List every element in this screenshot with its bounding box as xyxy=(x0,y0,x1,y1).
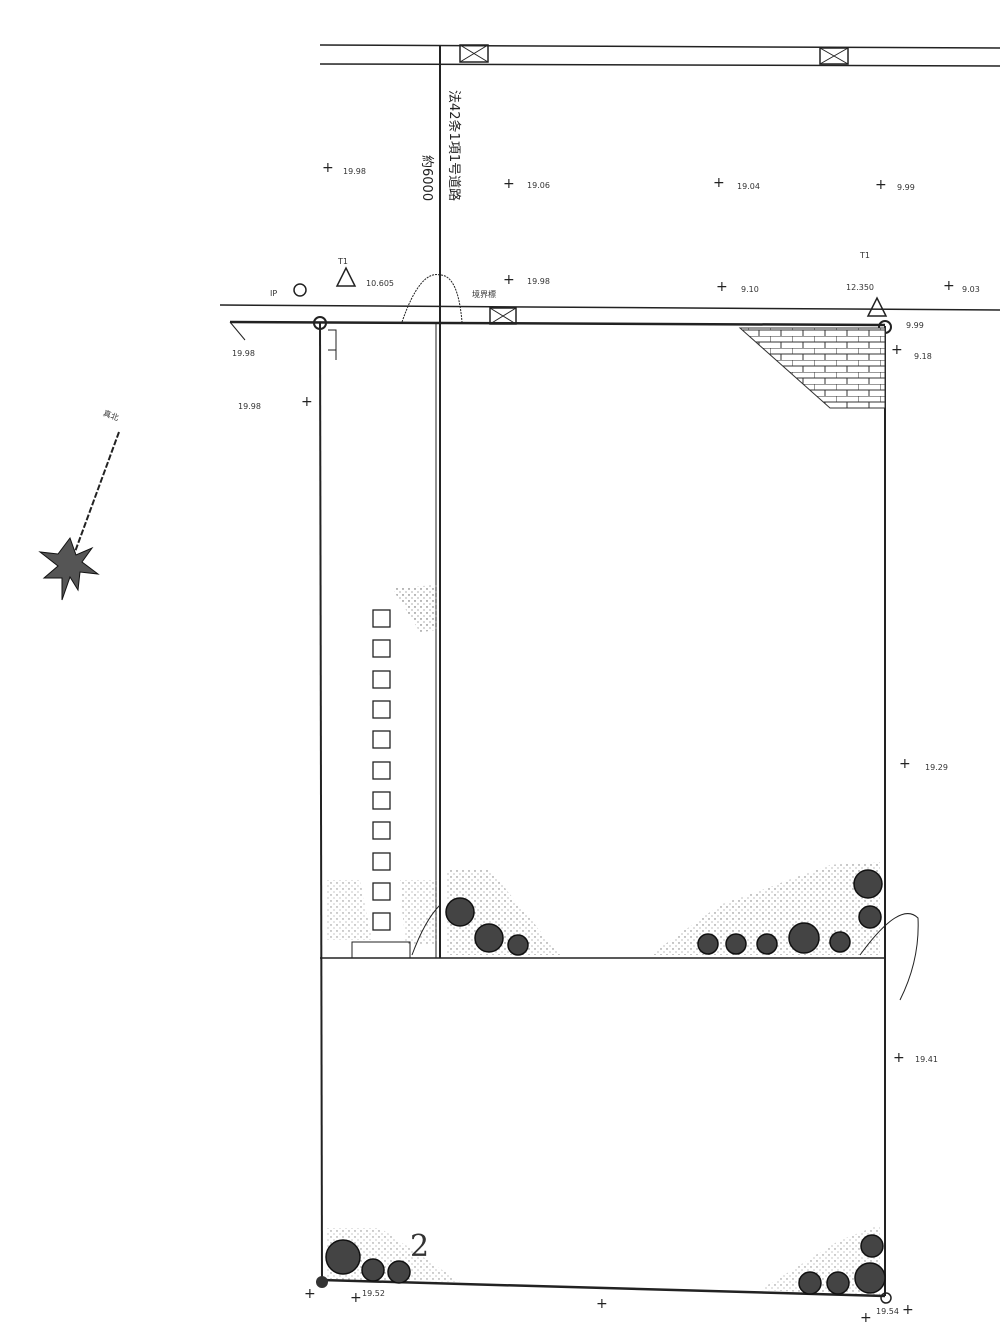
svg-text:19.06: 19.06 xyxy=(527,181,550,190)
stepping-stones xyxy=(372,609,391,931)
svg-text:19.98: 19.98 xyxy=(232,349,255,358)
manhole-icon xyxy=(459,44,489,63)
road-label: 法42条1項1号道路 xyxy=(446,90,462,201)
ip-label: IP xyxy=(270,289,277,298)
svg-text:+: + xyxy=(893,1050,905,1066)
benchmark-triangle-icon xyxy=(335,266,357,287)
benchmark-label: T1 xyxy=(337,257,348,266)
lot-boundary xyxy=(229,320,886,1298)
boundary-marker xyxy=(313,316,327,330)
svg-text:+: + xyxy=(350,1290,362,1306)
svg-text:9.10: 9.10 xyxy=(741,285,759,294)
svg-text:+: + xyxy=(860,1310,872,1326)
svg-text:+: + xyxy=(891,342,903,358)
boundary-marker xyxy=(880,1292,892,1304)
tree-icons xyxy=(325,869,886,1295)
svg-text:+: + xyxy=(943,278,955,294)
svg-text:+: + xyxy=(503,176,515,192)
ip-marker xyxy=(293,283,307,297)
svg-text:+: + xyxy=(503,272,515,288)
svg-text:+: + xyxy=(902,1302,914,1318)
svg-text:+: + xyxy=(322,160,334,176)
boundary-marker xyxy=(316,1276,328,1288)
road-width-label: 約6000 xyxy=(419,155,434,201)
manhole-icon xyxy=(489,307,517,325)
svg-text:19.29: 19.29 xyxy=(925,763,948,772)
road xyxy=(219,44,1000,958)
svg-text:+: + xyxy=(713,175,725,191)
svg-text:9.03: 9.03 xyxy=(962,285,980,294)
compass-label: 真北 xyxy=(102,408,120,423)
svg-text:+: + xyxy=(304,1286,316,1302)
brick-wall xyxy=(738,327,886,409)
svg-text:9.18: 9.18 xyxy=(914,352,932,361)
svg-text:19.98: 19.98 xyxy=(527,277,550,286)
benchmark-label: T1 xyxy=(859,251,870,260)
benchmark-triangle-icon xyxy=(866,296,888,317)
svg-text:+: + xyxy=(301,394,313,410)
benchmark-value: 10.605 xyxy=(366,279,394,288)
svg-text:+: + xyxy=(596,1296,608,1312)
elevation-points: +19.98 +19.06 +19.04 +9.99 +19.98 +9.10 … xyxy=(232,160,980,1326)
svg-text:+: + xyxy=(716,279,728,295)
svg-text:19.41: 19.41 xyxy=(915,1055,938,1064)
svg-text:9.99: 9.99 xyxy=(906,321,924,330)
lot-number: 2 xyxy=(410,1229,429,1264)
svg-text:19.98: 19.98 xyxy=(238,402,261,411)
svg-text:9.99: 9.99 xyxy=(897,183,915,192)
svg-text:19.98: 19.98 xyxy=(343,167,366,176)
planting-area xyxy=(326,585,880,1295)
svg-text:19.04: 19.04 xyxy=(737,182,760,191)
svg-text:+: + xyxy=(899,756,911,772)
north-compass-icon xyxy=(38,431,120,601)
svg-text:+: + xyxy=(875,177,887,193)
svg-text:19.54: 19.54 xyxy=(876,1307,899,1316)
benchmark-value: 12.350 xyxy=(846,283,874,292)
manhole-icon xyxy=(819,47,849,65)
svg-text:19.52: 19.52 xyxy=(362,1289,385,1298)
boundary-note: 境界標 xyxy=(472,289,496,299)
brick-wall-group xyxy=(738,327,886,409)
